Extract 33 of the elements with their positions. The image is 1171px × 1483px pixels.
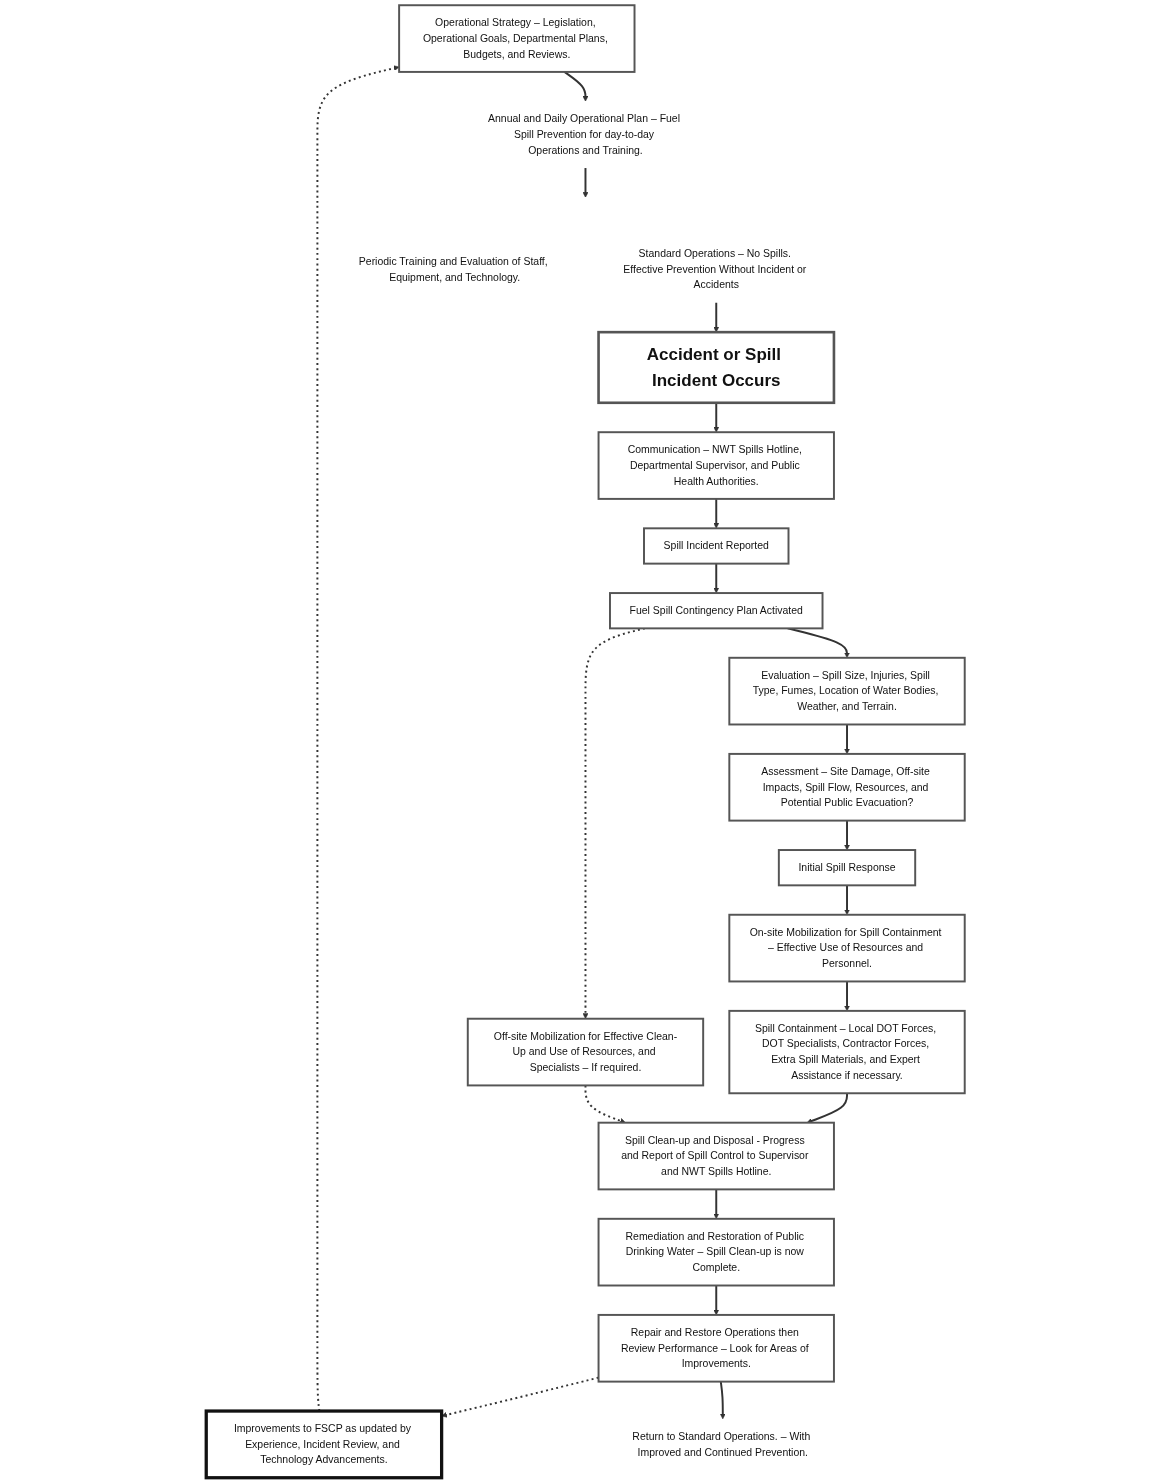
node-box: Spill Containment – Local DOT Forces, DOT Specialists, Contractor Forces, Extra Spill Materials, and Expert Assistance if necessary. [728,1009,966,1095]
arrow [713,497,720,529]
arrow [563,70,589,102]
arrow [713,562,720,594]
node-text: Periodic Training and Evaluation of Staff, Equipment, and Technology. [358,255,548,283]
node-box: Evaluation – Spill Size, Injuries, Spill Type, Fumes, Location of Water Bodies, Weather, and Terrain. [728,656,966,726]
node-box: Accident or Spill Incident Occurs [597,330,836,405]
node-box: Assessment – Site Damage, Off-site Impacts, Spill Flow, Resources, and Potential Public Evacuation? [728,752,966,822]
node-box: Initial Spill Response [777,849,917,887]
arrow [844,884,850,915]
node-box: On-site Mobilization for Spill Containment – Effective Use of Resources and Personnel. [728,913,966,983]
node-text: Return to Standard Operations. – With Improved and Continued Prevention. [632,1430,811,1458]
arrow [806,1092,848,1124]
node-box: Remediation and Restoration of Public Drinking Water – Spill Clean-up is now Complete. [597,1217,835,1287]
node-box: Repair and Restore Operations then Review Performance – Look for Areas of Improvements. [597,1313,835,1383]
arrow [713,1284,720,1316]
node-box: Operational Strategy – Legislation, Operational Goals, Departmental Plans, Budgets, and Reviews. [398,4,636,73]
node-box: Communication – NWT Spills Hotline, Departmental Supervisor, and Public Health Authorities. [597,431,835,500]
arrow [844,980,850,1012]
arrow [713,301,720,333]
arrow [844,819,850,851]
node-box: Off-site Mobilization for Effective Clean-Up and Use of Resources, and Specialists – If required. [466,1017,705,1087]
arrow [582,167,589,198]
node-text: Annual and Daily Operational Plan – Fuel Spill Prevention for day-to-day Operations and Training. [488,113,680,156]
node-box: Fuel Spill Contingency Plan Activated [609,592,824,630]
node-text: Standard Operations – No Spills. Effective Prevention Without Incident or Accidents [623,247,807,291]
arrow [719,1380,726,1420]
node-box: Improvements to FSCP as updated by Experience, Incident Review, and Technology Advancements. [204,1409,444,1480]
node-box: Spill Clean-up and Disposal - Progress and Report of Spill Control to Supervisor and NWT Spills Hotline. [597,1121,835,1191]
arrow [844,723,850,755]
arrow [713,1188,720,1220]
node-box: Spill Incident Reported [643,527,790,565]
arrow [584,1084,626,1124]
